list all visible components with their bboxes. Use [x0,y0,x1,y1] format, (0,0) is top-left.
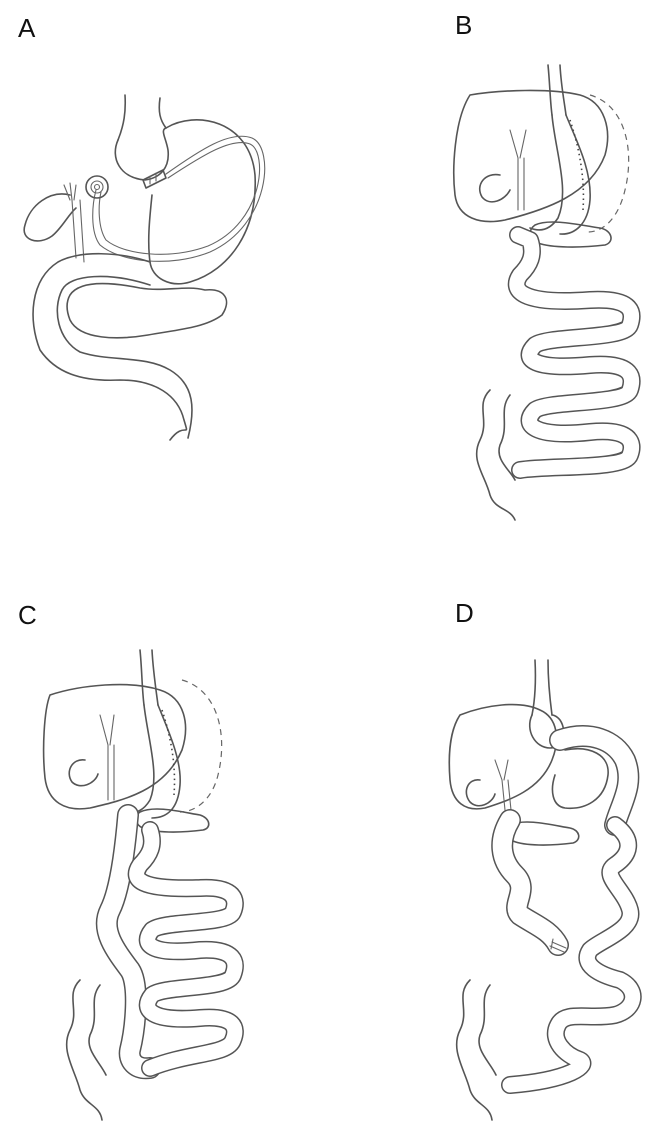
panel-label-d: D [455,600,474,626]
panel-label-c: C [18,602,37,628]
access-port [86,176,108,198]
esophagus [548,65,566,115]
pancreas [530,222,611,247]
esophagus [140,650,158,705]
duodenum [33,254,186,440]
removed-stomach-outline [180,680,222,812]
sleeve-stomach [530,115,590,234]
gallbladder [69,760,98,786]
liver [454,90,608,221]
panel-c-illustration [40,650,270,1124]
gastric-band [143,170,166,188]
gallbladder [466,780,495,806]
band-tubing [93,136,265,261]
colon [477,390,515,520]
removed-stomach-outline [588,95,629,232]
gallbladder [24,194,76,241]
panel-label-b: B [455,12,472,38]
stomach [149,120,255,284]
liver [44,685,186,809]
colon [457,980,496,1120]
esophagus [118,95,125,140]
esophagus [532,660,552,715]
sleeve-stomach [128,705,180,818]
remnant-stomach [552,749,608,809]
panel-d-illustration [440,660,657,1124]
panel-a-illustration [0,0,330,560]
panel-b-illustration [440,60,657,530]
gallbladder [480,175,510,202]
colon [67,980,106,1120]
pancreas [67,284,227,338]
